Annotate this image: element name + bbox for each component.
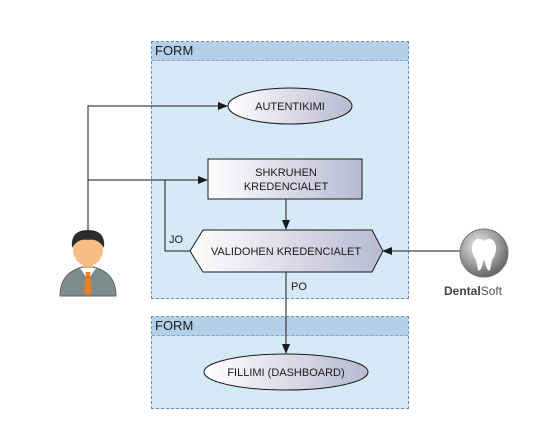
edge-label-po: PO — [291, 281, 307, 293]
user-avatar-icon — [59, 230, 117, 297]
form-frame-top-header: FORM — [152, 42, 408, 61]
node-validohen-label: VALIDOHEN KREDENCIALET — [211, 246, 361, 258]
form-frame-bottom-title: FORM — [155, 318, 194, 333]
node-shkruhen-label-line2: KREDENCIALET — [244, 181, 329, 193]
form-frame-bottom-header: FORM — [152, 317, 408, 336]
node-shkruhen-label-line1: SHKRUHEN — [255, 167, 317, 179]
dentalsoft-brand-bold: Dental — [444, 284, 481, 298]
node-validohen-kredencialet: VALIDOHEN KREDENCIALET — [189, 229, 384, 273]
form-frame-bottom: FORM — [151, 316, 409, 409]
node-fillimi-dashboard: FILLIMI (DASHBOARD) — [203, 353, 369, 391]
edge-user-autentikimi — [87, 102, 228, 235]
dentalsoft-brand-rest: Soft — [480, 284, 503, 298]
tooth-logo-icon — [459, 228, 509, 278]
dentalsoft-logo: DentalSoft — [444, 284, 502, 298]
form-frame-top-title: FORM — [155, 43, 194, 58]
edge-jo-loop — [164, 180, 190, 252]
connectors — [87, 102, 463, 354]
node-shkruhen-kredencialet: SHKRUHEN KREDENCIALET — [207, 158, 363, 200]
node-autentikimi: AUTENTIKIMI — [227, 87, 353, 125]
node-fillimi-label: FILLIMI (DASHBOARD) — [227, 367, 344, 379]
edge-label-jo: JO — [169, 234, 184, 246]
node-autentikimi-label: AUTENTIKIMI — [255, 101, 325, 113]
